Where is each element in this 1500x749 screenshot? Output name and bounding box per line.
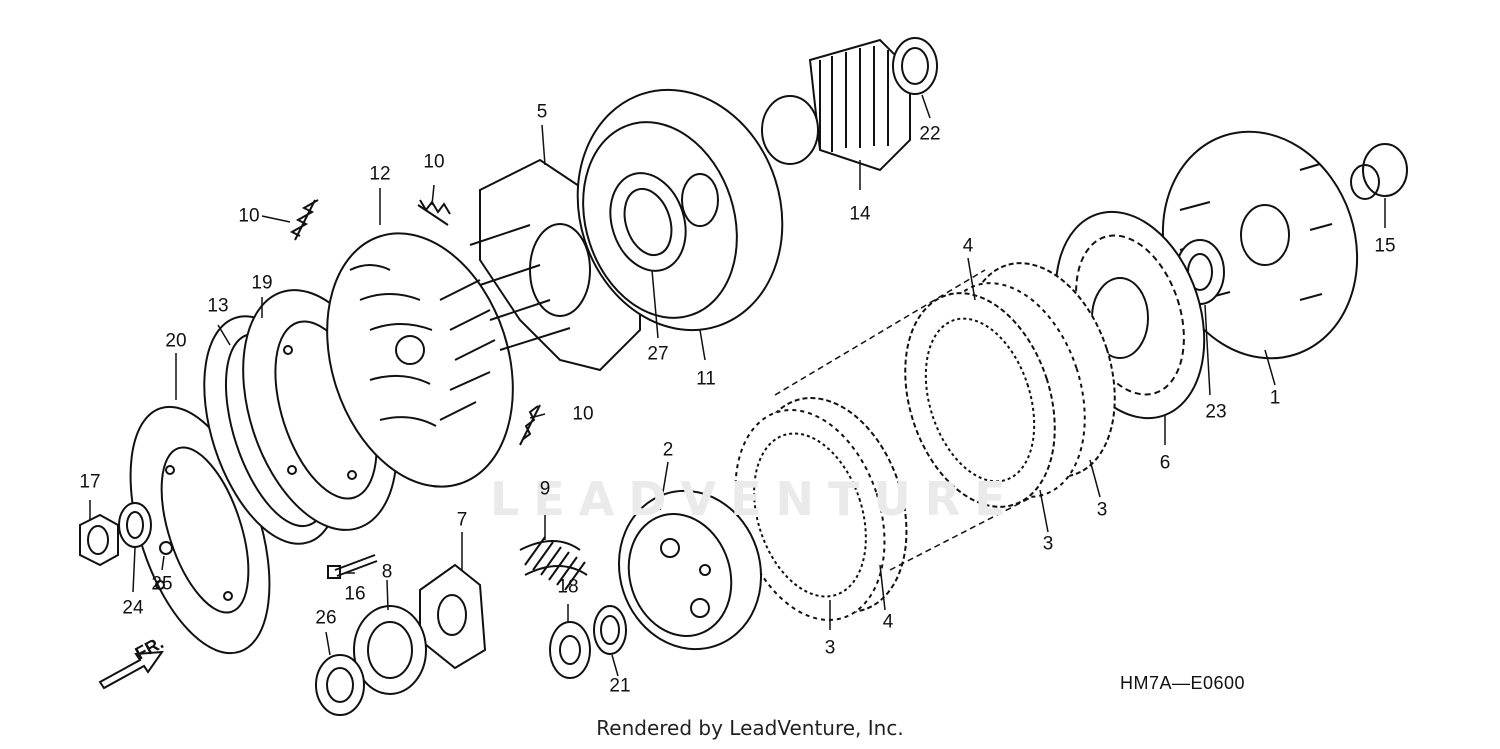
callout-5: 5 — [536, 101, 548, 123]
diagram-code: HM7A—E0600 — [1120, 673, 1246, 693]
part-22-washer — [892, 37, 938, 95]
callout-18: 18 — [557, 576, 579, 598]
plates-group-right — [904, 262, 1116, 508]
callout-24: 24 — [122, 597, 144, 619]
callout-11: 11 — [696, 368, 716, 390]
callout-3-b: 3 — [1042, 533, 1054, 555]
callout-4-b: 4 — [882, 611, 894, 633]
callout-3-a: 3 — [824, 637, 836, 659]
callout-7: 7 — [456, 509, 468, 531]
part-17-nut — [79, 513, 119, 567]
part-14-gear — [761, 38, 911, 172]
watermark-text: LEADVENTURE — [490, 472, 1020, 526]
part-12-weight-assembly — [326, 232, 514, 488]
callout-10-b: 10 — [423, 151, 445, 173]
part-18-bearing — [549, 621, 591, 679]
callout-21: 21 — [609, 675, 631, 697]
part-10-springs — [289, 199, 541, 446]
plates-group-left — [734, 397, 908, 621]
guide-lines — [774, 269, 1031, 571]
leader-lines — [89, 94, 1386, 677]
callout-4-a: 4 — [962, 235, 974, 257]
part-27-one-way — [609, 172, 687, 272]
callout-20: 20 — [165, 330, 187, 352]
callout-1: 1 — [1269, 387, 1281, 409]
part-9-spring — [519, 536, 588, 591]
part-25-ring — [159, 541, 173, 555]
callout-26: 26 — [315, 607, 337, 629]
part-21-washer — [593, 605, 627, 655]
callout-16: 16 — [344, 583, 366, 605]
callout-3-c: 3 — [1096, 499, 1108, 521]
callout-25: 25 — [151, 573, 173, 595]
callout-6: 6 — [1159, 452, 1171, 474]
part-8-bearing-holder — [353, 605, 427, 695]
part-2-clutch-center — [617, 489, 763, 651]
callout-17: 17 — [79, 471, 101, 493]
part-7-lifter-plate — [419, 563, 487, 670]
part-15-collar — [1350, 143, 1408, 200]
callout-14: 14 — [849, 203, 871, 225]
part-24-washer — [118, 502, 152, 548]
callout-9: 9 — [539, 478, 551, 500]
callout-10-a: 10 — [238, 205, 260, 227]
callout-19: 19 — [251, 272, 273, 294]
part-26-bearing — [315, 654, 365, 716]
callout-8: 8 — [381, 561, 393, 583]
callout-13: 13 — [207, 295, 229, 317]
callout-27: 27 — [647, 343, 669, 365]
callout-10-c: 10 — [572, 403, 594, 425]
callout-15: 15 — [1374, 235, 1396, 257]
callout-23: 23 — [1205, 401, 1227, 423]
callout-22: 22 — [919, 123, 941, 145]
callout-12: 12 — [369, 163, 391, 185]
callout-2: 2 — [662, 439, 674, 461]
front-direction-arrow-icon — [98, 650, 165, 690]
part-16-bolt — [327, 554, 378, 579]
footer-credit: Rendered by LeadVenture, Inc. — [596, 716, 904, 740]
